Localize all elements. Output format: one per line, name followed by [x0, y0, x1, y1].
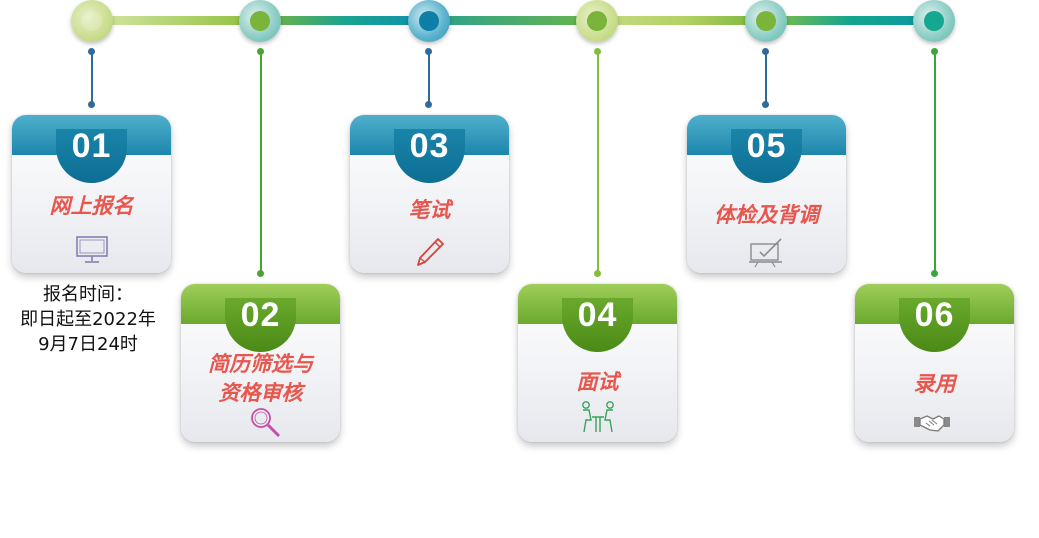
step-number: 06: [914, 296, 955, 334]
connector-dot: [762, 101, 769, 108]
timeline-segment-4: [598, 16, 766, 25]
note-line-3: 9月7日24时: [38, 334, 138, 355]
connector-line-5: [765, 52, 767, 104]
connector-dot: [594, 48, 601, 55]
step-title: 录用: [913, 372, 956, 396]
connector-line-3: [428, 52, 430, 104]
timeline-node-2: [239, 0, 281, 42]
timeline-node-3: [408, 0, 450, 42]
step-number: 03: [409, 127, 450, 165]
check-board-icon: [749, 238, 782, 268]
connector-dot: [425, 101, 432, 108]
step-card-1: 01 网上报名: [12, 115, 171, 273]
note-line-2: 即日起至2022年: [20, 309, 156, 330]
step-title: 面试: [576, 370, 619, 394]
step-number: 05: [746, 127, 787, 165]
magnifier-icon: [251, 408, 281, 438]
connector-dot: [88, 101, 95, 108]
timeline-node-4: [576, 0, 618, 42]
connector-dot: [594, 270, 601, 277]
step-title: 网上报名: [49, 194, 134, 218]
step-title-line2: 资格审核: [218, 381, 303, 405]
timeline-node-5: [745, 0, 787, 42]
connector-dot: [931, 48, 938, 55]
connector-dot: [425, 48, 432, 55]
pencil-icon: [417, 238, 444, 266]
connector-line-1: [91, 52, 93, 104]
connector-line-6: [934, 52, 936, 272]
step-card-6: 06 录用: [855, 284, 1014, 442]
connector-line-2: [260, 52, 262, 272]
handshake-icon: [914, 415, 950, 432]
connector-dot: [257, 270, 264, 277]
connector-dot: [257, 48, 264, 55]
timeline-segment-5: [766, 16, 934, 25]
timeline-node-6: [913, 0, 955, 42]
step-card-4: 04 面试: [518, 284, 677, 442]
timeline-segment-2: [262, 16, 430, 25]
step-title: 笔试: [408, 198, 451, 222]
step-card-2: 02 简历筛选与 资格审核: [181, 284, 340, 442]
step-title-line1: 简历筛选与: [208, 352, 313, 376]
step-card-3: 03 笔试: [350, 115, 509, 273]
step-number: 04: [577, 296, 618, 334]
registration-time-note: 报名时间： 即日起至2022年 9月7日24时: [0, 282, 176, 357]
interview-icon: [582, 401, 614, 433]
step-card-5: 05 体检及背调: [687, 115, 846, 273]
step-number: 01: [71, 127, 112, 165]
timeline-segment-1: [92, 16, 262, 25]
connector-dot: [88, 48, 95, 55]
connector-dot: [762, 48, 769, 55]
step-number: 02: [240, 296, 281, 334]
connector-line-4: [597, 52, 599, 272]
timeline-node-1: [71, 0, 113, 42]
connector-dot: [931, 270, 938, 277]
monitor-icon: [76, 236, 108, 263]
step-title: 体检及背调: [714, 203, 819, 227]
note-line-1: 报名时间：: [43, 284, 133, 305]
timeline-segment-3: [430, 16, 598, 25]
